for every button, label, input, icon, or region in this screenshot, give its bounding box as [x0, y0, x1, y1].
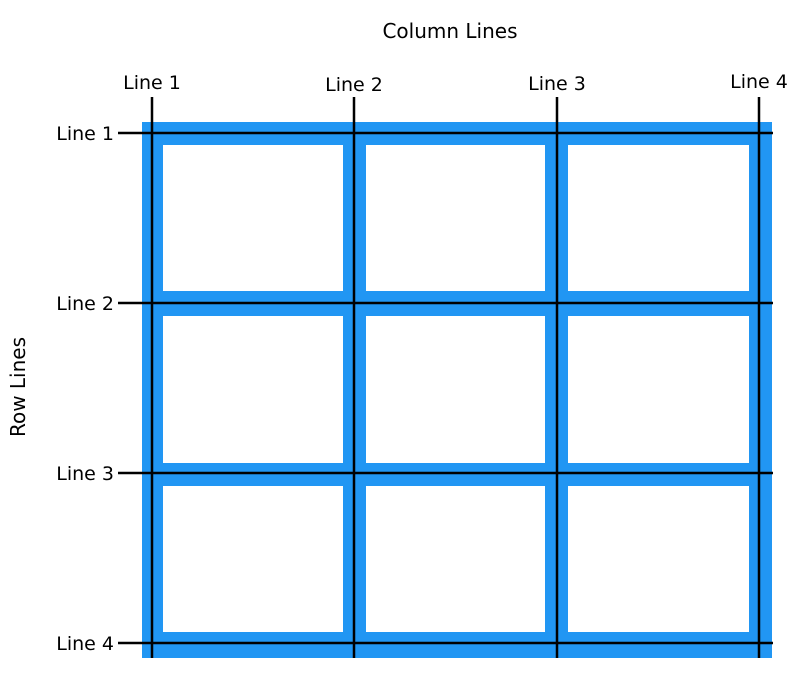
grid-cell-8: [366, 486, 545, 632]
column-lines-title: Column Lines: [382, 19, 517, 43]
row-line-label-2: Line 2: [56, 293, 114, 315]
grid-cell-5: [366, 316, 545, 463]
column-line-label-2: Line 2: [325, 74, 383, 96]
grid-cell-4: [163, 316, 343, 463]
row-lines-group: Line 1 Line 2 Line 3 Line 4: [56, 123, 773, 655]
column-line-label-3: Line 3: [528, 73, 586, 95]
column-lines-group: Line 1 Line 2 Line 3 Line 4: [123, 71, 788, 658]
row-line-label-3: Line 3: [56, 463, 114, 485]
column-line-label-4: Line 4: [730, 71, 788, 93]
grid-cell-6: [568, 316, 749, 463]
grid-cell-7: [163, 486, 343, 632]
grid-cells: [163, 145, 749, 632]
row-line-label-1: Line 1: [56, 123, 114, 145]
grid-cell-3: [568, 145, 749, 291]
row-line-label-4: Line 4: [56, 633, 114, 655]
row-lines-title: Row Lines: [6, 337, 30, 437]
column-line-label-1: Line 1: [123, 72, 181, 94]
grid-cell-2: [366, 145, 545, 291]
grid-cell-1: [163, 145, 343, 291]
grid-cell-9: [568, 486, 749, 632]
